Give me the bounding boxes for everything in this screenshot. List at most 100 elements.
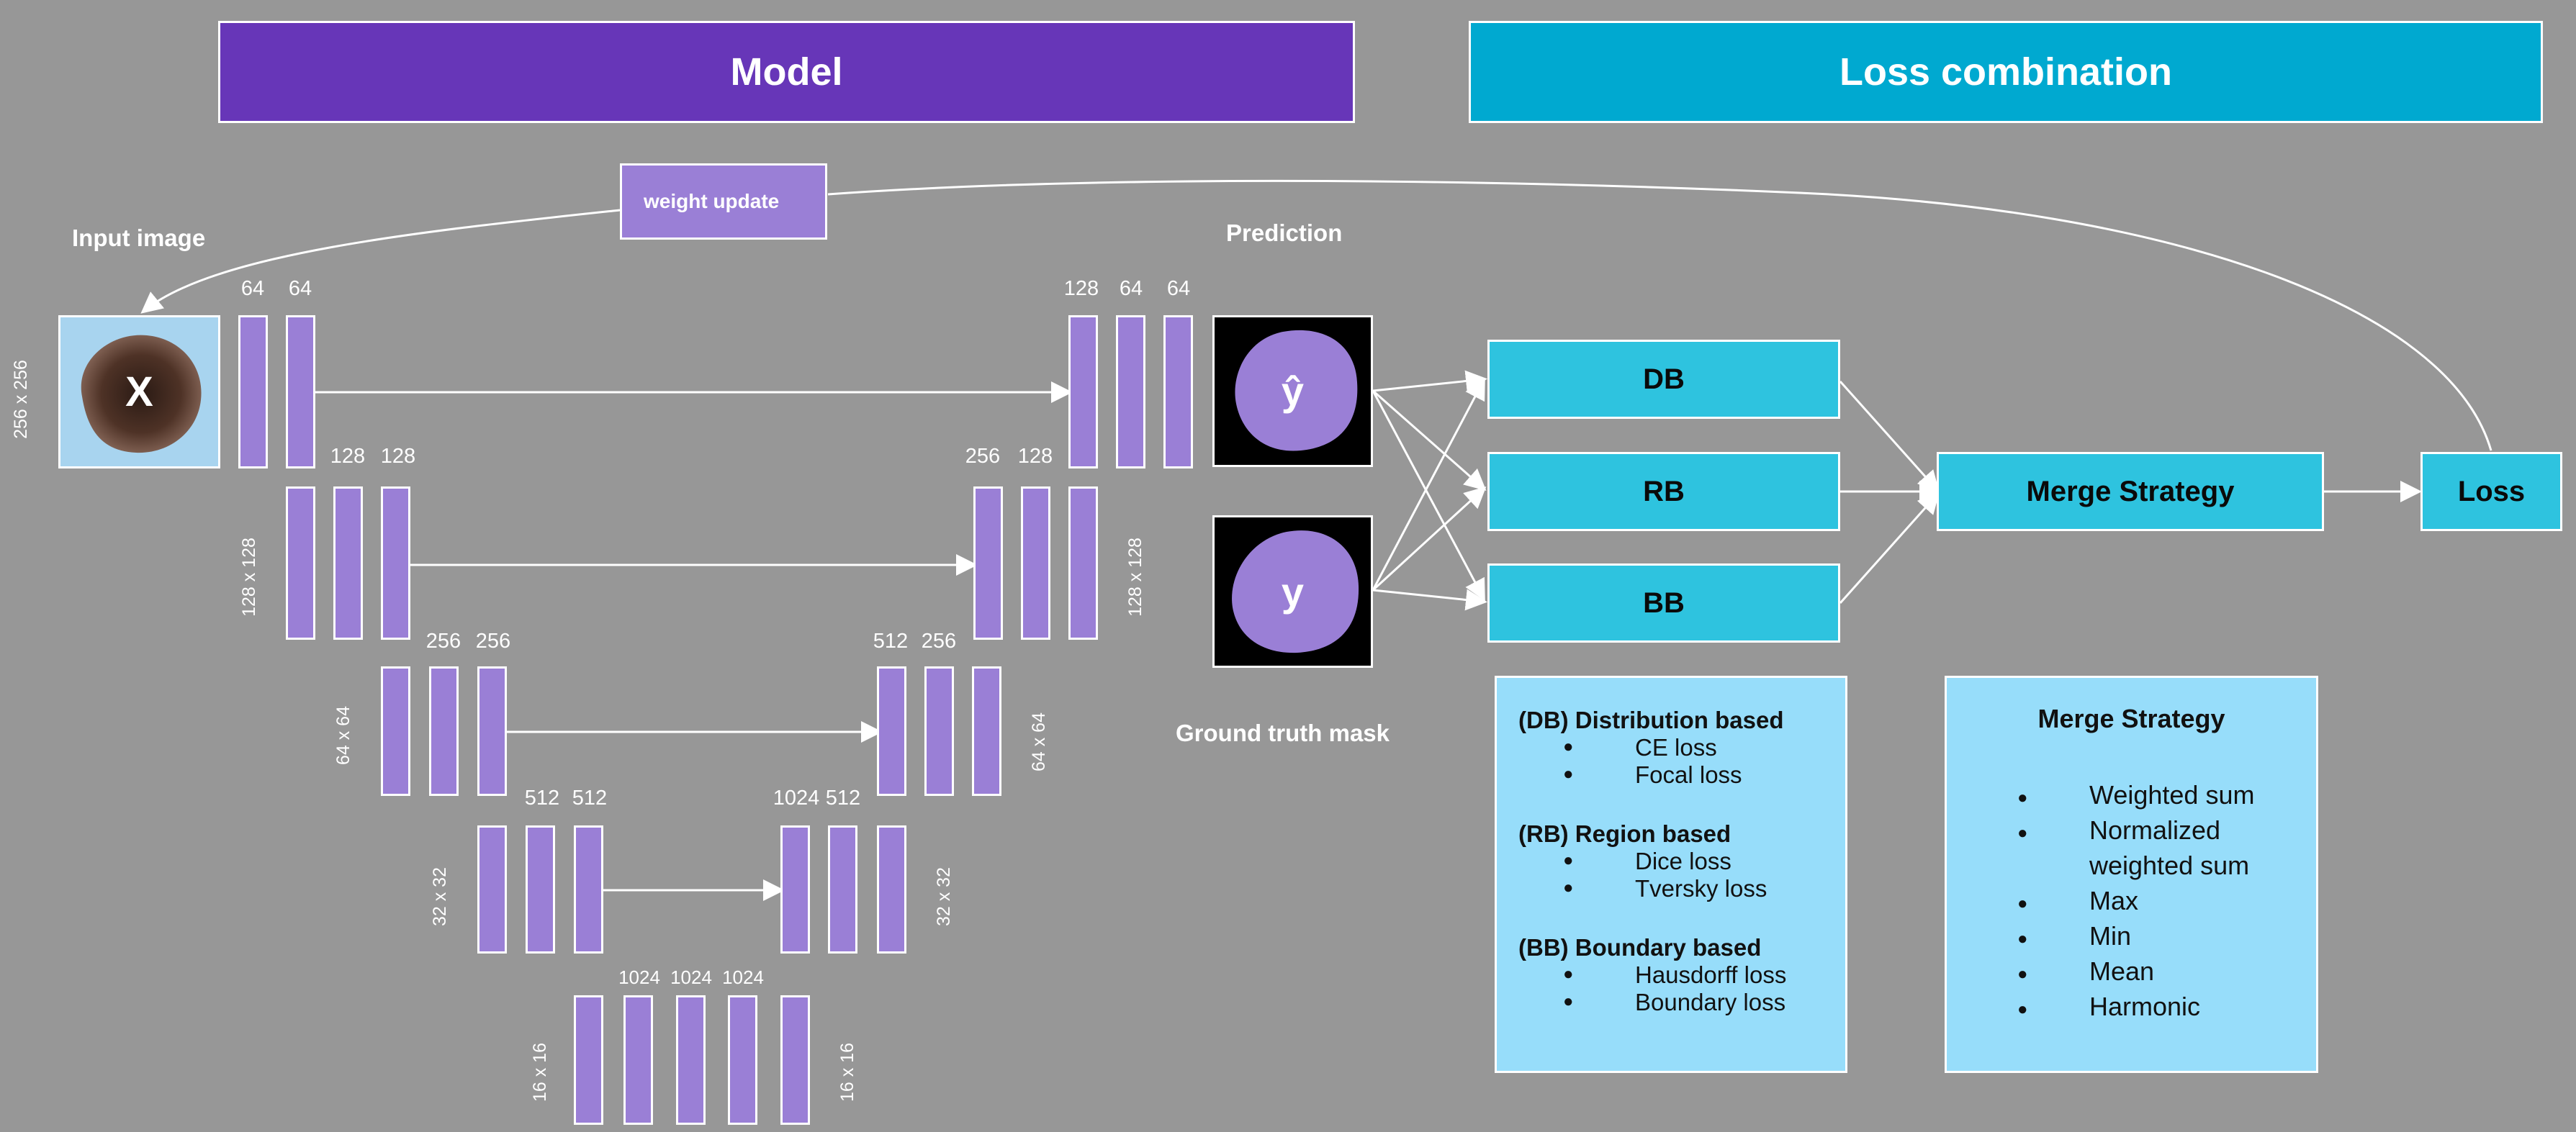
feature-map bbox=[1021, 486, 1050, 640]
x-symbol: X bbox=[125, 368, 153, 415]
bb-loss-box: BB bbox=[1487, 563, 1840, 643]
channel-label: 64 bbox=[1166, 277, 1191, 300]
channel-label: 64 bbox=[240, 277, 265, 300]
channel-label: 64 bbox=[288, 277, 312, 300]
level3-left-dim: 64 x 64 bbox=[333, 706, 353, 766]
channel-label: 1024 bbox=[773, 787, 820, 810]
feature-map bbox=[429, 666, 459, 796]
model-header: Model bbox=[218, 21, 1355, 123]
feature-map bbox=[526, 825, 555, 954]
channel-label: 128 bbox=[380, 445, 416, 468]
yhat-symbol: ŷ bbox=[1281, 368, 1305, 414]
loss-box: Loss bbox=[2420, 452, 2562, 531]
channel-label: 64 bbox=[1119, 277, 1143, 300]
input-image-label: Input image bbox=[72, 225, 206, 251]
list-item: Harmonic bbox=[2017, 989, 2302, 1027]
feature-map bbox=[877, 825, 906, 954]
level4-left-dim: 32 x 32 bbox=[430, 867, 450, 927]
list-item: Dice loss bbox=[1563, 848, 1845, 875]
ground-truth-label: Ground truth mask bbox=[1176, 720, 1390, 746]
rb-loss-box: RB bbox=[1487, 452, 1840, 531]
level5-left-dim: 16 x 16 bbox=[530, 1043, 550, 1102]
feature-map bbox=[1163, 315, 1193, 468]
channel-label: 256 bbox=[965, 445, 1001, 468]
rb-list: Dice loss Tversky loss bbox=[1518, 848, 1845, 902]
feature-map bbox=[333, 486, 363, 640]
channel-label: 128 bbox=[1063, 277, 1099, 300]
pred-to-db bbox=[1372, 370, 1487, 392]
db-section-title: (DB) Distribution based bbox=[1518, 707, 1784, 733]
feature-map bbox=[780, 825, 810, 954]
weight-update-curve bbox=[827, 179, 2492, 451]
gt-to-rb bbox=[1372, 486, 1487, 592]
feature-map bbox=[924, 666, 954, 796]
list-item: Tversky loss bbox=[1563, 875, 1845, 902]
weight-update-arrow bbox=[140, 209, 621, 314]
level3-right-dim: 64 x 64 bbox=[1029, 712, 1049, 772]
list-item: Weighted sum bbox=[2017, 777, 2302, 815]
feature-map bbox=[973, 486, 1003, 640]
feature-map bbox=[381, 666, 410, 796]
feature-map bbox=[728, 995, 757, 1125]
channel-label: 128 bbox=[330, 445, 366, 468]
db-list: CE loss Focal loss bbox=[1518, 734, 1845, 789]
feature-map bbox=[780, 995, 810, 1125]
level2-right-dim: 128 x 128 bbox=[1125, 538, 1145, 617]
rb-section-title: (RB) Region based bbox=[1518, 820, 1731, 847]
feature-map bbox=[574, 995, 603, 1125]
merge-strategy-panel: Merge Strategy Weighted sum Normalized w… bbox=[1945, 676, 2318, 1073]
y-symbol: y bbox=[1281, 569, 1305, 615]
channel-label: 256 bbox=[425, 630, 461, 653]
channel-label: 1024 bbox=[670, 966, 712, 988]
list-item: Mean bbox=[2017, 954, 2302, 992]
channel-label: 512 bbox=[825, 787, 861, 810]
feature-map bbox=[1068, 486, 1098, 640]
channel-label: 256 bbox=[475, 630, 511, 653]
bb-to-merge bbox=[1839, 492, 1940, 604]
gt-to-db bbox=[1372, 377, 1485, 591]
feature-map bbox=[381, 486, 410, 640]
feature-map bbox=[623, 995, 653, 1125]
bb-list: Hausdorff loss Boundary loss bbox=[1518, 961, 1845, 1016]
prediction-label: Prediction bbox=[1226, 219, 1343, 246]
merge-strategy-box: Merge Strategy bbox=[1937, 452, 2324, 531]
db-loss-box: DB bbox=[1487, 340, 1840, 419]
feature-map bbox=[676, 995, 706, 1125]
channel-label: 512 bbox=[572, 787, 608, 810]
channel-label: 256 bbox=[921, 630, 957, 653]
feature-map bbox=[1068, 315, 1098, 468]
pred-to-rb bbox=[1372, 389, 1487, 491]
prediction-blob bbox=[1235, 330, 1358, 451]
list-item: CE loss bbox=[1563, 734, 1845, 761]
weight-update-box: weight update bbox=[620, 163, 827, 240]
lesion-image bbox=[81, 335, 202, 453]
level4-right-dim: 32 x 32 bbox=[934, 867, 954, 927]
feature-map bbox=[286, 486, 315, 640]
gt-to-bb bbox=[1372, 589, 1487, 611]
loss-combination-header: Loss combination bbox=[1469, 21, 2543, 123]
bb-section-title: (BB) Boundary based bbox=[1518, 934, 1762, 961]
list-item: Max bbox=[2017, 883, 2302, 921]
list-item: Focal loss bbox=[1563, 761, 1845, 789]
feature-map bbox=[477, 825, 507, 954]
channel-label: 1024 bbox=[618, 966, 660, 988]
input-image: X bbox=[58, 315, 220, 468]
level2-left-dim: 128 x 128 bbox=[239, 538, 259, 617]
feature-map bbox=[877, 666, 906, 796]
feature-map bbox=[574, 825, 603, 954]
list-item: Min bbox=[2017, 918, 2302, 956]
list-item: Normalized weighted sum bbox=[2017, 812, 2302, 883]
channel-label: 128 bbox=[1017, 445, 1053, 468]
input-dim-label: 256 x 256 bbox=[11, 360, 31, 439]
ground-truth-blob bbox=[1232, 530, 1359, 653]
feature-map bbox=[238, 315, 268, 468]
feature-map bbox=[1116, 315, 1145, 468]
level5-right-dim: 16 x 16 bbox=[837, 1043, 857, 1102]
feature-map bbox=[477, 666, 507, 796]
list-item: Boundary loss bbox=[1563, 989, 1845, 1016]
channel-label: 1024 bbox=[722, 966, 764, 988]
channel-label: 512 bbox=[524, 787, 560, 810]
channel-label: 512 bbox=[873, 630, 909, 653]
merge-list: Weighted sum Normalized weighted sum Max… bbox=[1947, 777, 2316, 1027]
